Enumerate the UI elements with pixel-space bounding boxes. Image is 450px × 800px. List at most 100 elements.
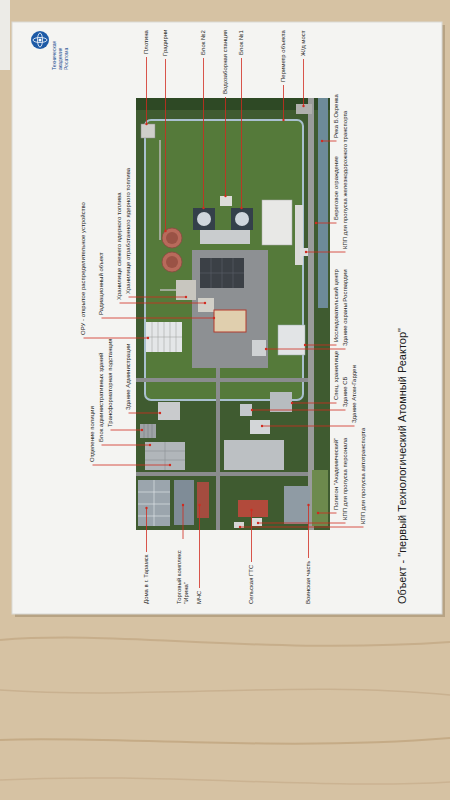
table-surface-part <box>0 738 450 744</box>
aerial-map-part <box>300 248 308 256</box>
callout-label: Водозаборная станция <box>222 30 229 94</box>
aerial-map-part <box>235 212 249 226</box>
aerial-map-part <box>162 228 182 248</box>
aerial-map-part <box>174 480 194 525</box>
leader-dot <box>315 222 317 224</box>
aerial-map-part <box>138 480 170 526</box>
callout-label: Плотина <box>143 30 150 54</box>
leader-line <box>305 345 337 346</box>
leader-line <box>251 510 252 562</box>
leader-dot <box>204 302 206 304</box>
aerial-map-part <box>141 124 155 138</box>
leader-line <box>183 505 184 539</box>
callout-label: Здание охраны Росгвардии <box>342 270 349 347</box>
poster-sheet <box>12 22 445 617</box>
leader-line <box>93 465 171 466</box>
leader-line <box>165 59 166 231</box>
leader-line <box>102 318 215 319</box>
aerial-map-part <box>238 500 268 517</box>
aerial-map-part <box>252 340 266 356</box>
callout-label: Блок №2 <box>200 30 207 55</box>
aerial-map-part <box>296 104 312 114</box>
leader-dot <box>145 123 147 125</box>
leader-dot <box>213 317 215 319</box>
leader-line <box>199 505 200 588</box>
aerial-map-part <box>166 256 178 268</box>
aerial-map-part <box>198 298 214 312</box>
table-surface-part <box>0 778 450 784</box>
logo-symbol-part <box>38 33 43 47</box>
aerial-map-part <box>146 322 182 352</box>
logo-symbol <box>31 31 49 49</box>
aerial-map-part <box>144 424 152 438</box>
aerial-map-part <box>318 98 328 308</box>
table-surface-part <box>0 638 450 646</box>
aerial-map-part <box>312 470 328 526</box>
table-surface-part <box>0 689 450 695</box>
leader-dot <box>304 344 306 346</box>
logo-symbol-part <box>39 39 42 42</box>
callout-label: МЧС <box>196 591 203 604</box>
callout-label: Отделение полиции <box>89 406 96 462</box>
leader-line <box>120 303 206 304</box>
callout-label: Здание Администрации <box>125 344 132 410</box>
leader-line <box>303 59 304 106</box>
leader-line <box>262 426 355 427</box>
leader-dot <box>164 230 166 232</box>
callout-label: Градирни <box>162 30 169 56</box>
aerial-map-part <box>138 480 170 526</box>
aerial-map-part <box>200 258 244 288</box>
aerial-map-part <box>262 200 292 245</box>
callout-label: КПП для пропуска автотранспорта <box>360 428 367 524</box>
aerial-map-part <box>250 420 270 434</box>
leader-dot <box>149 444 151 446</box>
aerial-map-part <box>140 424 156 438</box>
aerial-map-part <box>193 208 215 230</box>
leader-dot <box>257 522 259 524</box>
callout-label: ОРУ - открытое распределительное устройс… <box>80 202 87 335</box>
leader-line <box>111 430 143 431</box>
leader-line <box>129 297 187 298</box>
leader-dot <box>202 207 204 209</box>
aerial-map-part <box>136 472 308 476</box>
leader-line <box>316 223 337 224</box>
leader-dot <box>224 195 226 197</box>
leader-dot <box>185 296 187 298</box>
leader-dot <box>251 409 253 411</box>
aerial-map-part <box>216 368 220 530</box>
leader-line <box>306 252 346 253</box>
aerial-map-part <box>240 404 252 416</box>
callout-label: Здание СБ <box>342 377 349 407</box>
aerial-map-part <box>146 322 182 352</box>
leader-line <box>241 58 242 208</box>
leader-dot <box>240 207 242 209</box>
callout-label: Радиационный объект <box>98 252 105 315</box>
logo-caption: Техническая академия Росатома <box>51 30 69 70</box>
callout-label: Сельская ГТС <box>248 565 255 604</box>
callout-label: КПП для пропуска железнодорожного трансп… <box>342 111 349 249</box>
aerial-map-part <box>231 208 253 230</box>
callout-label: Хранилище свежего ядерного топлива <box>116 192 123 300</box>
leader-line <box>283 85 284 120</box>
leader-dot <box>169 464 171 466</box>
logo-symbol-part <box>33 38 47 43</box>
callout-label: Блок административных зданий <box>98 353 105 442</box>
leader-line <box>146 57 147 124</box>
callout-label: Река Б.Окренка <box>333 94 340 138</box>
leader-dot <box>317 512 319 514</box>
aerial-map-part <box>224 440 284 470</box>
aerial-map-part <box>252 518 262 526</box>
aerial-map-part <box>220 196 232 206</box>
callout-label: Блок №1 <box>238 30 245 55</box>
leader-dot <box>182 504 184 506</box>
leader-line <box>203 58 204 208</box>
aerial-map-part <box>197 482 209 518</box>
aerial-map-part <box>200 258 244 288</box>
leader-line <box>318 513 337 514</box>
leader-dot <box>305 251 307 253</box>
aerial-map-part <box>270 392 292 412</box>
leader-line <box>308 505 309 558</box>
callout-label: Торговый комплекс "Ирина" <box>176 542 190 604</box>
